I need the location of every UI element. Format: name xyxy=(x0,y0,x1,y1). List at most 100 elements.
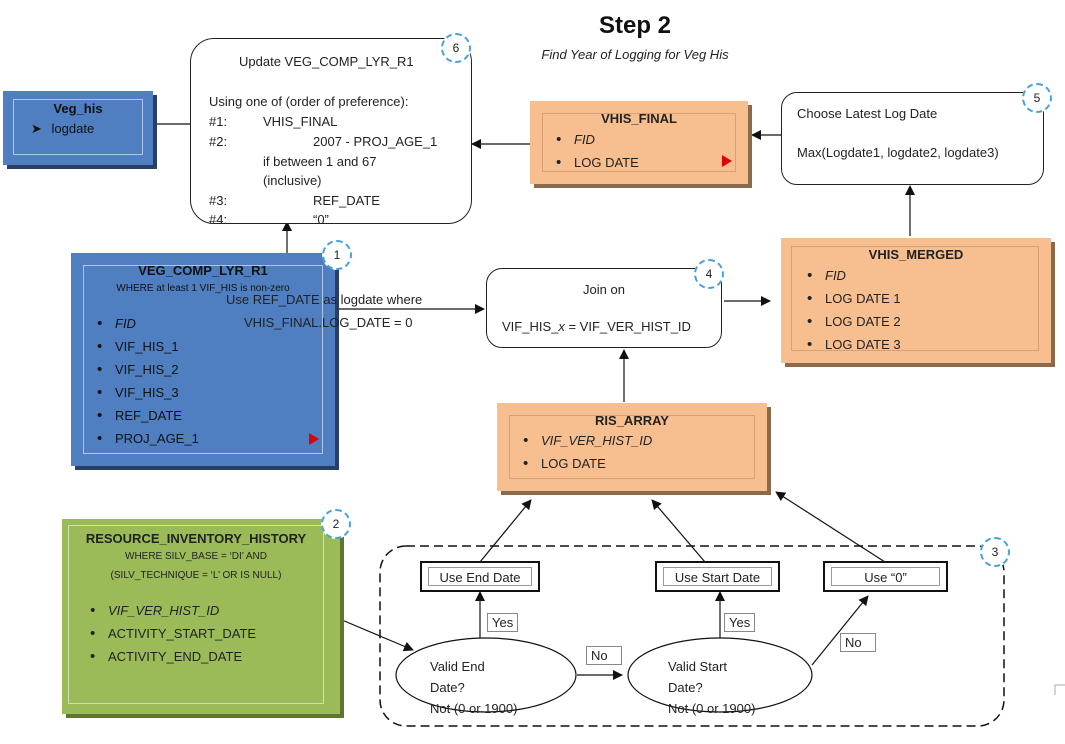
arrow-valid-start-no xyxy=(811,595,869,666)
field-vif-his-2: VIF_HIS_2 xyxy=(93,358,199,381)
field-log-date: LOG DATE xyxy=(519,452,652,475)
vhis-final-title: VHIS_FINAL xyxy=(601,111,677,126)
field-activity-end-date: ACTIVITY_END_DATE xyxy=(86,645,256,668)
ris-array-title: RIS_ARRAY xyxy=(595,413,669,428)
page-subtitle: Find Year of Logging for Veg His xyxy=(541,47,729,62)
valid-end-line1: Valid End xyxy=(430,659,485,674)
update-intro: Using one of (order of preference): xyxy=(209,94,409,109)
valid-start-ellipse xyxy=(627,637,813,713)
expand-marker-icon xyxy=(722,155,732,167)
use-end-date-box: Use End Date xyxy=(420,561,540,592)
vhis-final-table: VHIS_FINAL FID LOG DATE xyxy=(530,101,748,184)
update-row-2b: if between 1 and 67 xyxy=(263,154,377,169)
update-row-2-num: #2: xyxy=(209,134,228,149)
use-end-date-label: Use End Date xyxy=(428,567,532,586)
update-veg-comp-box: Update VEG_COMP_LYR_R1 Using one of (ord… xyxy=(190,38,472,227)
use-zero-box: Use “0” xyxy=(823,561,948,592)
valid-end-line2: Date? xyxy=(430,680,465,695)
ris-array-fields: VIF_VER_HIST_ID LOG DATE xyxy=(519,429,652,475)
field-vif-his-1: VIF_HIS_1 xyxy=(93,335,199,358)
join-formula-suffix: = VIF_VER_HIST_ID xyxy=(564,319,691,334)
arrow-use-end-to-ris xyxy=(479,499,532,563)
update-row-2c: (inclusive) xyxy=(263,173,322,188)
join-box: Join on VIF_HIS_x = VIF_VER_HIST_ID xyxy=(486,268,722,348)
field-proj-age-1: PROJ_AGE_1 xyxy=(93,427,199,450)
veg-comp-table: VEG_COMP_LYR_R1 WHERE at least 1 VIF_HIS… xyxy=(71,253,335,466)
veg-his-table: Veg_his ➤ logdate xyxy=(3,91,153,165)
expand-marker-icon xyxy=(309,433,319,445)
vhis-final-fields: FID LOG DATE xyxy=(552,128,639,174)
page-title: Step 2 xyxy=(598,12,672,39)
field-vif-ver-hist-id: VIF_VER_HIST_ID xyxy=(86,599,256,622)
choose-formula: Max(Logdate1, logdate2, logdate3) xyxy=(797,145,999,160)
valid-start-line1: Valid Start xyxy=(668,659,728,674)
veg-his-item: ➤ logdate xyxy=(31,121,94,137)
use-start-date-label: Use Start Date xyxy=(663,567,772,586)
valid-start-line3: Not (0 or 1900) xyxy=(668,701,756,716)
veg-comp-title: VEG_COMP_LYR_R1 xyxy=(138,263,268,278)
field-vif-ver-hist-id: VIF_VER_HIST_ID xyxy=(519,429,652,452)
vhis-merged-table: VHIS_MERGED FID LOG DATE 1 LOG DATE 2 LO… xyxy=(781,238,1051,363)
arrow-use-zero-to-ris xyxy=(775,491,886,563)
use-zero-label: Use “0” xyxy=(831,567,940,586)
update-row-1-value: VHIS_FINAL xyxy=(263,114,338,129)
yes-label-2: Yes xyxy=(724,613,756,632)
veg-comp-where: WHERE at least 1 VIF_HIS is non-zero xyxy=(116,283,290,294)
update-row-3-num: #3: xyxy=(209,193,228,208)
valid-start-line2: Date? xyxy=(668,680,703,695)
badge-6: 6 xyxy=(441,33,471,63)
badge-1: 1 xyxy=(322,240,352,270)
update-row-2-value: 2007 - PROJ_AGE_1 xyxy=(313,134,438,149)
join-formula-prefix: VIF_HIS_ xyxy=(502,319,559,334)
field-log-date: LOG DATE xyxy=(552,151,639,174)
update-row-4-value: “0” xyxy=(313,212,329,227)
no-label-2: No xyxy=(840,633,876,652)
update-row-4-num: #4: xyxy=(209,212,228,227)
valid-end-line3: Not (0 or 1900) xyxy=(430,701,518,716)
update-title: Update VEG_COMP_LYR_R1 xyxy=(239,54,414,69)
vhis-merged-fields: FID LOG DATE 1 LOG DATE 2 LOG DATE 3 xyxy=(803,264,901,356)
resource-where-1: WHERE SILV_BASE = ‘DI’ AND xyxy=(125,551,267,562)
choose-title: Choose Latest Log Date xyxy=(797,106,938,121)
update-row-1-num: #1: xyxy=(209,114,228,129)
resource-history-fields: VIF_VER_HIST_ID ACTIVITY_START_DATE ACTI… xyxy=(86,599,256,668)
veg-his-item-label: logdate xyxy=(51,121,95,136)
badge-2: 2 xyxy=(321,509,351,539)
ref-date-note-line1: Use REF_DATE as logdate where xyxy=(226,292,423,307)
arrow-use-start-to-ris xyxy=(651,499,706,563)
veg-his-title: Veg_his xyxy=(53,101,103,116)
ris-array-table: RIS_ARRAY VIF_VER_HIST_ID LOG DATE xyxy=(497,403,767,491)
valid-start-text: Valid Start Date? Not (0 or 1900) xyxy=(668,656,755,719)
badge-3: 3 xyxy=(980,537,1010,567)
resource-history-table: RESOURCE_INVENTORY_HISTORY WHERE SILV_BA… xyxy=(62,519,340,714)
field-log-date-2: LOG DATE 2 xyxy=(803,310,901,333)
join-formula: VIF_HIS_x = VIF_VER_HIST_ID xyxy=(502,319,691,334)
badge-5: 5 xyxy=(1022,83,1052,113)
badge-4: 4 xyxy=(694,259,724,289)
field-fid: FID xyxy=(803,264,901,287)
field-activity-start-date: ACTIVITY_START_DATE xyxy=(86,622,256,645)
choose-latest-box: Choose Latest Log Date Max(Logdate1, log… xyxy=(781,92,1044,185)
valid-end-text: Valid End Date? Not (0 or 1900) xyxy=(430,656,517,719)
vhis-merged-title: VHIS_MERGED xyxy=(868,247,964,262)
arrow-bullet-icon: ➤ xyxy=(31,121,42,136)
yes-label-1: Yes xyxy=(487,613,519,632)
veg-comp-fields: FID VIF_HIS_1 VIF_HIS_2 VIF_HIS_3 REF_DA… xyxy=(93,312,199,450)
join-formula-var: x xyxy=(558,319,565,334)
ref-date-note-line2: VHIS_FINAL.LOG_DATE = 0 xyxy=(244,315,413,330)
corner-mark xyxy=(1054,684,1065,695)
join-title: Join on xyxy=(583,282,625,297)
field-log-date-3: LOG DATE 3 xyxy=(803,333,901,356)
arrow-resource-to-valid-end xyxy=(341,619,414,652)
field-fid: FID xyxy=(552,128,639,151)
update-row-3-value: REF_DATE xyxy=(313,193,380,208)
resource-where-2: (SILV_TECHNIQUE = ‘L’ OR IS NULL) xyxy=(110,570,282,581)
field-log-date-1: LOG DATE 1 xyxy=(803,287,901,310)
valid-end-ellipse xyxy=(395,637,577,713)
use-start-date-box: Use Start Date xyxy=(655,561,780,592)
field-vif-his-3: VIF_HIS_3 xyxy=(93,381,199,404)
resource-history-title: RESOURCE_INVENTORY_HISTORY xyxy=(85,531,307,546)
no-label-1: No xyxy=(586,646,622,665)
field-fid: FID xyxy=(93,312,199,335)
